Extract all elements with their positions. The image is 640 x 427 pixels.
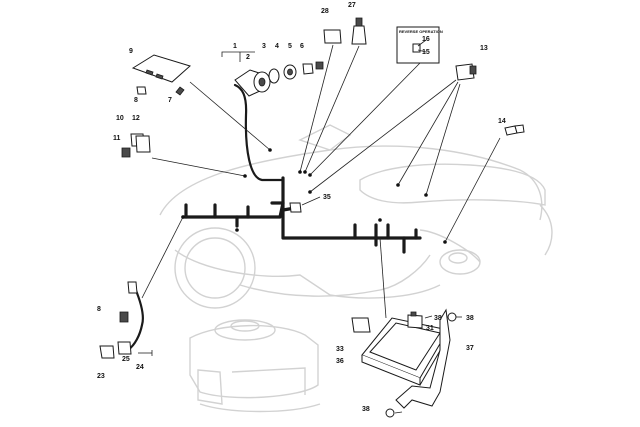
control-panel-module xyxy=(131,54,271,151)
callout-35: 35 xyxy=(323,194,331,201)
mower-body-outline xyxy=(159,124,553,309)
inset-title: REVERSE OPERATION xyxy=(399,29,443,34)
callout-31: 31 xyxy=(426,325,434,332)
callout-4: 4 xyxy=(275,43,279,50)
callout-7: 7 xyxy=(168,97,172,104)
callout-10: 10 xyxy=(116,115,124,122)
callout-25: 25 xyxy=(122,356,130,363)
callout-6: 6 xyxy=(300,43,304,50)
callout-8-lower: 8 xyxy=(97,306,101,313)
callout-8-upper: 8 xyxy=(134,97,138,104)
main-wiring-harness xyxy=(181,83,422,254)
callout-38-right: 38 xyxy=(466,315,474,322)
callout-28: 28 xyxy=(321,8,329,15)
switches-27-28 xyxy=(299,17,367,173)
callout-5: 5 xyxy=(288,43,292,50)
callout-38-bottom: 38 xyxy=(362,406,370,413)
callout-36: 36 xyxy=(336,358,344,365)
front-lamp-lead xyxy=(99,216,184,359)
callout-23: 23 xyxy=(97,373,105,380)
callout-11: 11 xyxy=(113,135,121,142)
sensor-14 xyxy=(444,124,525,243)
connector-13 xyxy=(309,63,477,196)
battery-tray-assembly xyxy=(351,237,462,418)
harness-connection-dots xyxy=(181,148,447,244)
callout-16: 16 xyxy=(422,36,430,43)
callout-13: 13 xyxy=(480,45,488,52)
callout-24: 24 xyxy=(136,364,144,371)
ignition-switch-assembly xyxy=(221,51,324,97)
callout-12: 12 xyxy=(132,115,140,122)
engine-outline xyxy=(189,319,321,413)
callout-38-top: 38 xyxy=(434,315,442,322)
callout-15: 15 xyxy=(422,49,430,56)
callout-27: 27 xyxy=(348,2,356,9)
callout-3: 3 xyxy=(262,43,266,50)
callout-33: 33 xyxy=(336,346,344,353)
callout-2: 2 xyxy=(246,54,250,61)
callout-1: 1 xyxy=(233,43,237,50)
relay-10-12 xyxy=(121,133,246,177)
reverse-operation-inset: REVERSE OPERATION xyxy=(309,26,443,176)
callout-9: 9 xyxy=(129,48,133,55)
callout-37: 37 xyxy=(466,345,474,352)
connector-35 xyxy=(289,196,321,213)
callout-14: 14 xyxy=(498,118,506,125)
part-callouts: 1 2 3 4 5 6 7 8 8 9 10 11 12 13 14 15 16… xyxy=(97,2,506,413)
